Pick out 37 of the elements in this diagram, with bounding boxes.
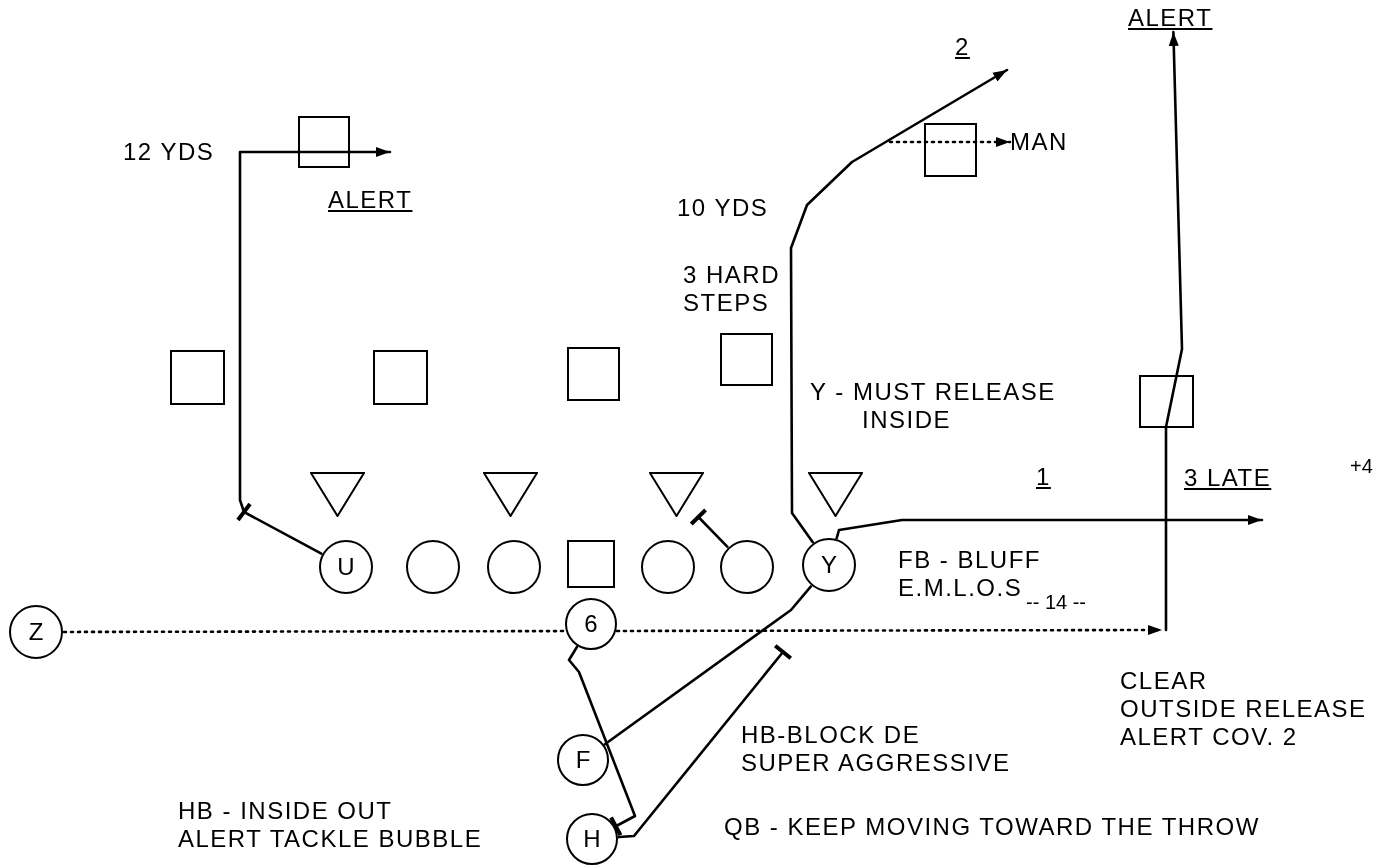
- defender-square: [298, 116, 350, 168]
- play-note: ALERT: [328, 186, 413, 214]
- block-line: [689, 508, 729, 549]
- defender-square: [567, 347, 620, 401]
- motion-arrow: [888, 137, 1012, 147]
- play-note: CLEAR OUTSIDE RELEASE ALERT COV. 2: [1120, 667, 1367, 751]
- play-note: 1: [1036, 463, 1051, 491]
- route-arrow: [789, 68, 1009, 544]
- defender-triangle: [808, 472, 863, 517]
- defender-triangle: [310, 472, 365, 517]
- block-line: [567, 645, 637, 838]
- defender-triangle: [649, 472, 704, 517]
- defender-square: [170, 350, 225, 405]
- defender-square: [373, 350, 428, 405]
- motion-arrow: [62, 625, 1164, 635]
- route-arrow: [1164, 30, 1184, 632]
- play-note: HB - INSIDE OUT ALERT TACKLE BUBBLE: [178, 797, 483, 853]
- play-note: +4: [1350, 454, 1373, 479]
- play-note: Y - MUST RELEASE INSIDE: [810, 378, 1056, 434]
- defender-square: [720, 333, 773, 386]
- route-arrow: [238, 147, 392, 555]
- route-line: [603, 585, 813, 746]
- play-note: QB - KEEP MOVING TOWARD THE THROW: [724, 813, 1260, 841]
- defender-triangle: [483, 472, 538, 517]
- play-note: 2: [955, 33, 970, 61]
- play-note: HB-BLOCK DE SUPER AGGRESSIVE: [741, 721, 1011, 777]
- center-square: [567, 540, 615, 588]
- defender-square: [924, 123, 977, 177]
- route-label: ALERT: [1128, 4, 1213, 32]
- block-line: [617, 643, 793, 839]
- defender-square: [1139, 375, 1194, 428]
- play-note: 12 YDS: [123, 138, 215, 166]
- route-arrow: [835, 515, 1264, 540]
- play-note: 10 YDS: [677, 194, 769, 222]
- route-label: MAN: [1010, 128, 1068, 156]
- play-note: 3 HARD STEPS: [683, 261, 781, 317]
- play-note: 3 LATE: [1184, 464, 1272, 492]
